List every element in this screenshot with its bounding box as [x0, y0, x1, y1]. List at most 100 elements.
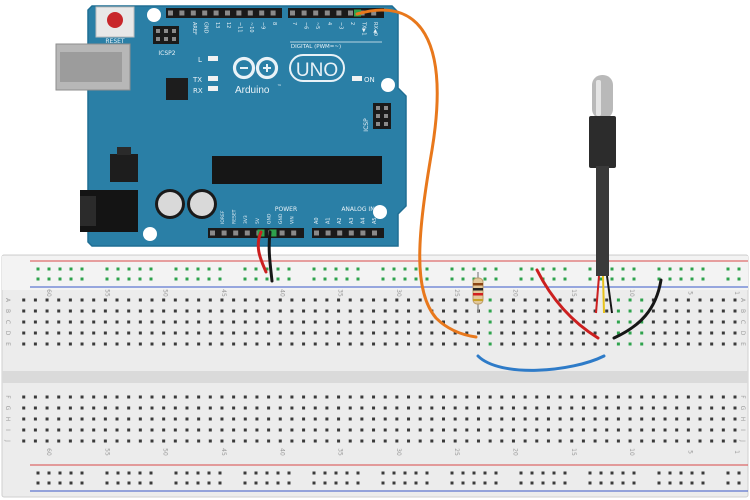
breadboard-hole — [535, 331, 539, 335]
breadboard-hole — [581, 417, 585, 421]
led-tx-label: TX — [192, 76, 202, 84]
breadboard-hole — [721, 428, 725, 432]
header-pin — [179, 10, 185, 16]
row-letter: C — [739, 320, 746, 324]
rail-hole — [334, 267, 338, 271]
breadboard-hole — [442, 428, 445, 432]
breadboard-hole — [593, 417, 597, 421]
rail-hole — [174, 481, 178, 485]
rail-hole — [563, 277, 567, 281]
rail-hole — [668, 267, 672, 271]
breadboard-hole — [33, 320, 37, 324]
breadboard-hole — [278, 309, 282, 313]
breadboard-hole — [535, 417, 539, 421]
rail-hole — [563, 481, 567, 485]
header-pin — [279, 230, 285, 236]
breadboard-hole — [465, 320, 469, 324]
breadboard-hole — [290, 439, 294, 443]
breadboard-hole — [162, 395, 166, 399]
rail-hole — [69, 481, 73, 485]
breadboard-hole — [232, 331, 236, 335]
breadboard-hole — [278, 331, 282, 335]
breadboard-hole — [220, 331, 224, 335]
breadboard-hole — [360, 298, 364, 302]
breadboard-hole — [465, 428, 469, 432]
rail-hole — [196, 267, 200, 271]
rail-hole — [541, 481, 545, 485]
column-number: 35 — [337, 448, 344, 456]
header-pin — [202, 10, 208, 16]
breadboard-hole — [651, 331, 655, 335]
breadboard-hole — [570, 439, 574, 443]
breadboard-hole — [278, 428, 282, 432]
rail-hole — [356, 267, 360, 271]
breadboard-hole — [68, 342, 72, 346]
breadboard-hole — [208, 309, 212, 313]
breadboard-hole — [581, 439, 585, 443]
breadboard-hole — [325, 342, 329, 346]
breadboard-hole — [488, 309, 492, 313]
breadboard-hole — [500, 439, 504, 443]
breadboard-hole — [453, 342, 457, 346]
breadboard-hole — [710, 395, 714, 399]
probe-lead-black — [606, 275, 613, 314]
breadboard-hole — [686, 395, 690, 399]
header-pin — [210, 230, 215, 236]
row-letter: E — [4, 342, 11, 346]
digital-header-right — [288, 8, 384, 18]
breadboard-hole — [488, 417, 492, 421]
rail-hole — [218, 471, 222, 475]
breadboard-hole — [57, 439, 61, 443]
breadboard-hole — [663, 309, 667, 313]
rail-hole — [588, 481, 592, 485]
breadboard-hole — [33, 309, 37, 313]
rail-hole — [519, 471, 523, 475]
breadboard-hole — [418, 439, 422, 443]
breadboard-hole — [138, 342, 142, 346]
breadboard-hole — [535, 428, 539, 432]
rail-hole — [552, 277, 556, 281]
breadboard-hole — [115, 417, 119, 421]
breadboard-hole — [523, 417, 527, 421]
breadboard-hole — [302, 298, 306, 302]
breadboard-hole — [686, 309, 690, 313]
brand-tm: ™ — [277, 84, 282, 90]
breadboard-hole — [220, 395, 224, 399]
breadboard-hole — [22, 439, 26, 443]
rail-hole — [588, 277, 592, 281]
breadboard-hole — [348, 320, 352, 324]
breadboard-hole — [68, 395, 72, 399]
breadboard-hole — [430, 331, 434, 335]
reset-button-cap[interactable] — [107, 12, 123, 28]
breadboard-hole — [651, 298, 655, 302]
uno-badge — [289, 54, 345, 82]
breadboard-hole — [103, 309, 107, 313]
digital-pin-label: 7 — [291, 22, 297, 25]
breadboard-hole — [325, 428, 329, 432]
breadboard-hole — [267, 342, 271, 346]
breadboard-hole — [675, 342, 679, 346]
mounting-hole — [381, 78, 395, 92]
digital-header-left — [166, 8, 282, 18]
rail-hole — [69, 267, 73, 271]
breadboard-hole — [138, 395, 142, 399]
breadboard-hole — [302, 406, 306, 410]
breadboard-hole — [570, 395, 574, 399]
column-number: 45 — [220, 448, 227, 456]
breadboard-hole — [418, 342, 422, 346]
breadboard-hole — [267, 428, 271, 432]
breadboard-hole — [127, 406, 131, 410]
breadboard-hole — [383, 417, 387, 421]
column-number: 30 — [395, 289, 402, 297]
breadboard-hole — [150, 417, 154, 421]
breadboard-hole — [115, 439, 119, 443]
breadboard-hole — [173, 320, 177, 324]
breadboard-hole — [22, 298, 26, 302]
rail-hole — [185, 267, 189, 271]
breadboard-hole — [185, 309, 189, 313]
breadboard-hole — [430, 417, 434, 421]
header-pin — [247, 10, 253, 16]
rail-hole — [345, 267, 349, 271]
